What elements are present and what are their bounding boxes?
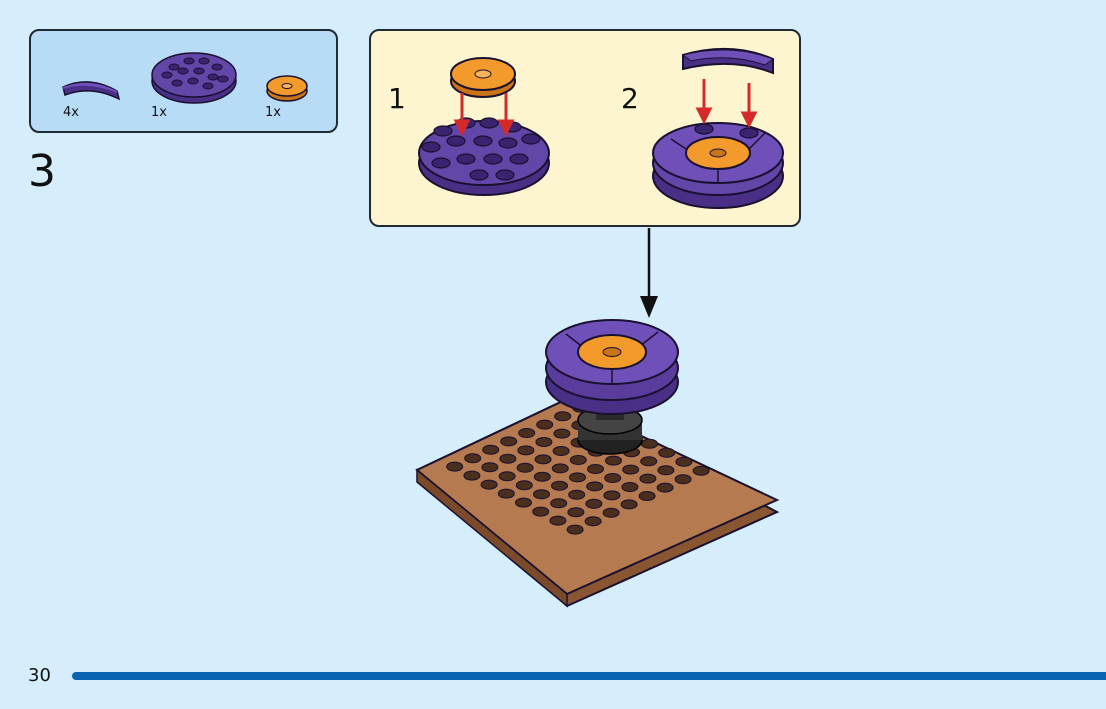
part-qty-round-plate: 1x <box>151 105 167 120</box>
baseplate-stud <box>586 481 604 492</box>
baseplate-stud <box>621 482 639 492</box>
baseplate-stud <box>657 465 675 476</box>
baseplate-stud <box>692 465 710 476</box>
baseplate-stud <box>463 470 481 481</box>
substep-illustration <box>418 47 784 209</box>
baseplate-stud <box>588 429 606 440</box>
baseplate-stud <box>482 444 500 455</box>
baseplate-stud <box>569 472 586 483</box>
baseplate-stud <box>587 464 604 474</box>
baseplate-stud <box>656 482 674 493</box>
baseplate-stud <box>515 480 533 491</box>
substep2-disc <box>652 122 784 209</box>
substep-number-1: 1 <box>388 82 406 115</box>
baseplate-stud <box>481 462 499 473</box>
substep-callout: 1 2 <box>369 29 801 227</box>
parts-illustration <box>62 52 308 104</box>
baseplate-stud <box>499 453 517 464</box>
baseplate-stud <box>605 438 623 449</box>
baseplate-stud <box>515 497 532 508</box>
baseplate-stud <box>533 489 550 500</box>
baseplate-stud <box>566 524 584 535</box>
baseplate-stud <box>534 454 552 465</box>
page-progress-bar <box>72 672 1106 680</box>
baseplate-stud <box>569 455 587 465</box>
substep-number-2: 2 <box>621 82 639 115</box>
parts-list-box: 4x 1x 1x <box>29 29 338 133</box>
baseplate-stud <box>567 507 585 518</box>
baseplate-stud <box>533 471 551 482</box>
page-number: 30 <box>28 665 51 686</box>
baseplate-stud <box>674 474 692 485</box>
baseplate-stud <box>603 490 621 501</box>
baseplate-stud <box>568 489 586 500</box>
callout-arrow <box>640 228 658 318</box>
baseplate-stud <box>587 446 605 457</box>
baseplate-stud <box>584 516 602 527</box>
baseplate-stud <box>554 411 572 422</box>
baseplate-stud <box>623 429 641 440</box>
baseplate-stud <box>550 498 568 509</box>
baseplate-stud <box>658 447 676 458</box>
baseplate-stud <box>638 491 656 501</box>
substep2-curved-tile <box>681 47 775 75</box>
step-number: 3 <box>28 146 56 197</box>
baseplate-stud <box>480 479 498 490</box>
orange-round-tile-icon <box>266 75 308 102</box>
baseplate-stud <box>500 436 518 447</box>
baseplate-stud <box>620 499 638 510</box>
baseplate-stud <box>536 419 554 430</box>
baseplate-stud <box>553 428 571 439</box>
substep1-arrows <box>453 93 515 137</box>
baseplate-stud <box>572 402 590 413</box>
baseplate-stud <box>604 473 622 483</box>
baseplate-stud <box>551 463 569 474</box>
brown-baseplate <box>415 398 780 608</box>
baseplate-stud <box>640 456 658 467</box>
substep1-plate <box>418 117 550 196</box>
baseplate-stud <box>498 471 516 482</box>
baseplate-stud <box>517 445 535 456</box>
baseplate-stud <box>518 428 536 438</box>
baseplate-stud <box>446 461 464 472</box>
baseplate-stud <box>602 507 620 518</box>
black-connector <box>577 392 643 455</box>
baseplate-stud <box>549 515 567 526</box>
purple-round-plate-icon <box>151 52 237 104</box>
baseplate-stud <box>623 447 640 458</box>
substep1-orange-tile <box>450 57 516 98</box>
baseplate-stud <box>641 438 658 449</box>
baseplate-stud <box>532 506 550 517</box>
baseplate-stud <box>535 437 553 447</box>
assembled-purple-disc <box>545 319 679 415</box>
baseplate-stud <box>585 498 603 509</box>
baseplate-stud <box>570 437 588 448</box>
baseplate-stud <box>464 453 482 464</box>
baseplate-stud <box>639 473 657 484</box>
part-qty-orange-tile: 1x <box>265 105 281 120</box>
baseplate-stud <box>589 411 607 422</box>
baseplate-stud <box>622 464 640 475</box>
substep2-arrows <box>695 79 758 129</box>
baseplate-stud <box>551 480 568 491</box>
baseplate-stud <box>605 455 622 466</box>
baseplate-stud <box>552 446 570 456</box>
baseplate-stud <box>675 456 693 467</box>
baseplate-stud <box>571 420 589 431</box>
purple-curved-tile-icon <box>62 81 121 101</box>
baseplate-stud <box>497 488 515 499</box>
part-qty-curved-tile: 4x <box>63 105 79 120</box>
baseplate-stud <box>516 462 534 473</box>
baseplate-stud <box>606 420 624 431</box>
